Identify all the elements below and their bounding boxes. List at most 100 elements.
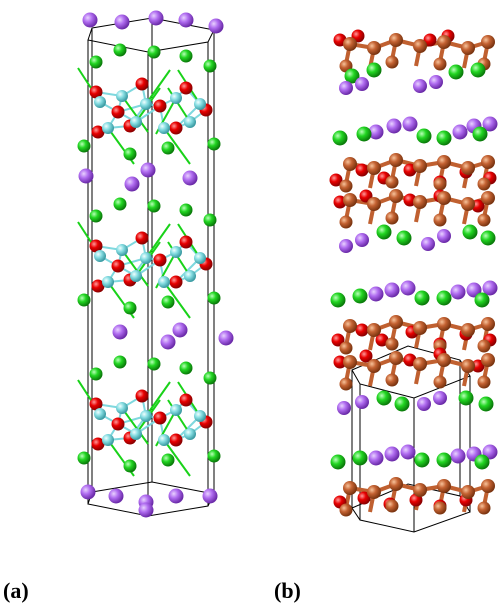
brown-atom xyxy=(389,33,403,47)
green-atom xyxy=(376,390,392,406)
purple-atom xyxy=(433,391,447,405)
green-atom xyxy=(414,290,430,306)
green-atom xyxy=(203,371,217,385)
red-atom xyxy=(179,81,193,95)
green-atom xyxy=(179,361,193,375)
brown-atom xyxy=(343,319,357,333)
cyan-atom xyxy=(116,90,128,102)
cyan-atom xyxy=(130,116,142,128)
green-atom xyxy=(207,137,221,151)
green-atom xyxy=(89,55,103,69)
green-atom xyxy=(366,62,382,78)
brown-atom xyxy=(433,213,447,227)
purple-atom xyxy=(450,448,466,464)
brown-atom xyxy=(461,323,475,337)
bond xyxy=(163,281,191,319)
green-atom xyxy=(352,450,368,466)
cyan-atom xyxy=(194,410,206,422)
purple-atom xyxy=(421,237,435,251)
brown-atom xyxy=(461,41,475,55)
cyan-atom xyxy=(184,428,196,440)
brown-atom xyxy=(367,359,381,373)
cyan-atom xyxy=(94,408,106,420)
bond xyxy=(163,439,191,477)
purple-atom xyxy=(400,444,416,460)
brown-atom xyxy=(385,499,399,513)
green-atom xyxy=(480,230,496,246)
red-atom xyxy=(423,33,437,47)
brown-atom xyxy=(433,57,447,71)
red-atom xyxy=(91,279,105,293)
green-atom xyxy=(396,230,412,246)
green-atom xyxy=(478,396,494,412)
brown-atom xyxy=(367,323,381,337)
purple-atom xyxy=(114,14,130,30)
unit-cell-outline xyxy=(87,17,215,517)
purple-atom xyxy=(138,502,154,518)
cyan-atom xyxy=(94,96,106,108)
cyan-atom xyxy=(140,410,152,422)
brown-atom xyxy=(343,157,357,171)
purple-atom xyxy=(437,229,451,243)
cyan-atom xyxy=(158,434,170,446)
cyan-atom xyxy=(102,276,114,288)
brown-atom xyxy=(339,341,353,355)
cyan-atom xyxy=(158,122,170,134)
purple-atom xyxy=(355,77,369,91)
purple-atom xyxy=(202,488,218,504)
green-atom xyxy=(436,290,452,306)
green-atom xyxy=(472,126,488,142)
green-atom xyxy=(147,357,161,371)
brown-atom xyxy=(343,355,357,369)
bond xyxy=(121,95,149,133)
brown-atom xyxy=(367,161,381,175)
red-atom xyxy=(91,125,105,139)
purple-atom xyxy=(124,176,140,192)
purple-atom xyxy=(384,446,400,462)
green-atom xyxy=(448,64,464,80)
purple-atom xyxy=(80,484,96,500)
brown-atom xyxy=(477,177,491,191)
panel-label-b: (b) xyxy=(274,578,301,603)
green-atom xyxy=(462,224,478,240)
red-atom xyxy=(153,411,167,425)
cyan-atom xyxy=(184,270,196,282)
green-atom xyxy=(179,49,193,63)
brown-atom xyxy=(481,317,495,331)
cyan-atom xyxy=(194,98,206,110)
brown-atom xyxy=(433,501,447,515)
brown-atom xyxy=(339,377,353,391)
red-atom xyxy=(111,259,125,273)
red-atom xyxy=(169,433,183,447)
brown-atom xyxy=(433,177,447,191)
green-atom xyxy=(414,452,430,468)
green-atom xyxy=(77,451,91,465)
brown-atom xyxy=(413,357,427,371)
purple-atom xyxy=(400,280,416,296)
red-atom xyxy=(331,333,345,347)
green-atom xyxy=(436,452,452,468)
red-atom xyxy=(333,355,347,369)
green-atom xyxy=(123,147,137,161)
brown-atom xyxy=(461,359,475,373)
green-atom xyxy=(330,454,346,470)
green-atom xyxy=(207,291,221,305)
bond xyxy=(145,223,171,259)
bond xyxy=(163,127,191,165)
green-atom xyxy=(147,199,161,213)
red-atom xyxy=(91,437,105,451)
purple-atom xyxy=(429,75,443,89)
panel-label-a: (a) xyxy=(3,578,29,603)
brown-atom xyxy=(385,211,399,225)
brown-atom xyxy=(437,353,451,367)
green-atom xyxy=(161,295,175,309)
cyan-atom xyxy=(140,98,152,110)
brown-atom xyxy=(385,55,399,69)
purple-atom xyxy=(355,395,369,409)
purple-atom xyxy=(368,450,384,466)
green-atom xyxy=(356,126,372,142)
green-atom xyxy=(113,355,127,369)
brown-atom xyxy=(339,179,353,193)
purple-atom xyxy=(218,330,234,346)
cyan-atom xyxy=(102,122,114,134)
